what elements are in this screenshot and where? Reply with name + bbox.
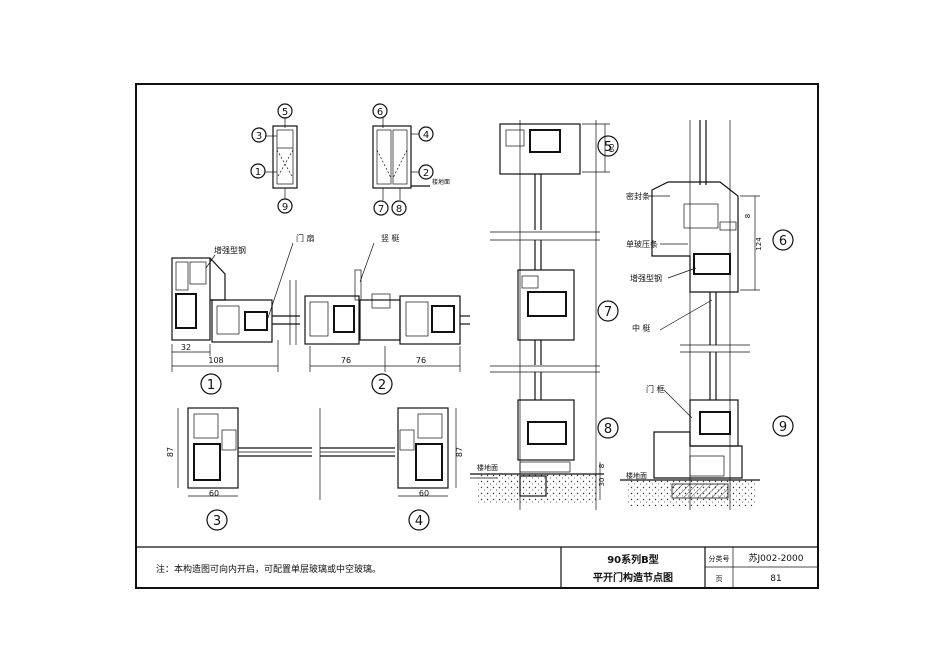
label-reinforced-steel-a: 增强型钢: [214, 245, 246, 255]
dim-87-a: 87: [166, 447, 175, 457]
label-single-glass-bead: 单玻压条: [626, 239, 658, 249]
section-6-9: [620, 120, 760, 510]
detail-3-label: 3: [206, 509, 228, 531]
catalog-value: 苏J002-2000: [749, 552, 804, 564]
dim-30: 30: [598, 478, 606, 487]
dim-108: 108: [208, 356, 223, 365]
callout-4: 4: [418, 126, 434, 142]
dim-60-a: 60: [209, 489, 219, 498]
drawing-title-line1: 90系列B型: [607, 553, 659, 566]
svg-text:3: 3: [213, 514, 221, 529]
svg-text:8: 8: [396, 204, 402, 215]
dim-76-a: 76: [341, 356, 351, 365]
dim-8-b: 8: [598, 464, 606, 468]
label-mullion: 竖 梃: [381, 233, 400, 243]
svg-text:7: 7: [378, 204, 384, 215]
label-door-sash: 门 扇: [296, 233, 315, 243]
callout-7: 7: [373, 200, 389, 216]
footer-note: 注：本构造图可向内开启，可配置单层玻璃或中空玻璃。: [156, 563, 381, 575]
svg-text:4: 4: [415, 514, 423, 529]
dim-32: 32: [181, 343, 191, 352]
detail-2-label: 2: [371, 373, 393, 395]
detail-6-label: 6: [772, 229, 794, 251]
drawing-title-line2: 平开门构造节点图: [593, 571, 673, 584]
catalog-label: 分类号: [709, 554, 730, 563]
dim-8: 8: [744, 214, 752, 218]
svg-text:9: 9: [779, 420, 787, 435]
svg-text:2: 2: [378, 378, 386, 393]
callout-8: 8: [391, 200, 407, 216]
svg-text:2: 2: [423, 168, 429, 179]
svg-text:6: 6: [779, 234, 787, 249]
svg-text:1: 1: [207, 378, 215, 393]
callout-3: 3: [251, 127, 267, 143]
label-reinforced-steel-b: 增强型钢: [630, 273, 662, 283]
label-middle-stile: 中 梃: [632, 323, 651, 333]
svg-text:4: 4: [423, 130, 429, 141]
detail-8-label: 8: [597, 417, 619, 439]
svg-text:1: 1: [255, 167, 261, 178]
svg-text:3: 3: [256, 131, 262, 142]
callout-9: 9: [277, 198, 293, 214]
label-sealing-strip: 密封条: [626, 191, 650, 201]
page-value: 81: [770, 574, 781, 584]
title-block: [136, 546, 818, 588]
page-label: 页: [716, 575, 723, 583]
svg-text:6: 6: [377, 107, 383, 118]
dim-76-b: 76: [416, 356, 426, 365]
dim-60-c: 60: [608, 144, 616, 153]
elevation-right: [372, 117, 430, 200]
section-5-7-8: [470, 120, 610, 510]
svg-text:8: 8: [604, 422, 612, 437]
svg-text:5: 5: [604, 140, 612, 155]
svg-text:7: 7: [604, 305, 612, 320]
dim-87-b: 87: [455, 447, 464, 457]
dim-124: 124: [755, 237, 763, 251]
sheet-border: [135, 83, 819, 589]
detail-4-label: 4: [408, 509, 430, 531]
section-3-4: [177, 407, 457, 500]
label-floor-a: 楼地面: [432, 178, 450, 186]
label-floor-b: 楼地面: [477, 463, 498, 472]
svg-text:9: 9: [282, 202, 288, 213]
callout-5: 5: [277, 103, 293, 119]
dim-60-b: 60: [419, 489, 429, 498]
elevation-left: [265, 117, 298, 199]
callout-2: 2: [418, 164, 434, 180]
section-1-2: [171, 242, 470, 372]
detail-7-label: 7: [597, 300, 619, 322]
detail-9-label: 9: [772, 415, 794, 437]
label-floor-c: 楼地面: [626, 471, 647, 480]
svg-text:5: 5: [282, 107, 288, 118]
callout-6: 6: [372, 103, 388, 119]
detail-5-label: 5: [597, 135, 619, 157]
detail-1-label: 1: [200, 373, 222, 395]
callout-1: 1: [250, 163, 266, 179]
label-door-frame: 门 框: [646, 384, 665, 394]
